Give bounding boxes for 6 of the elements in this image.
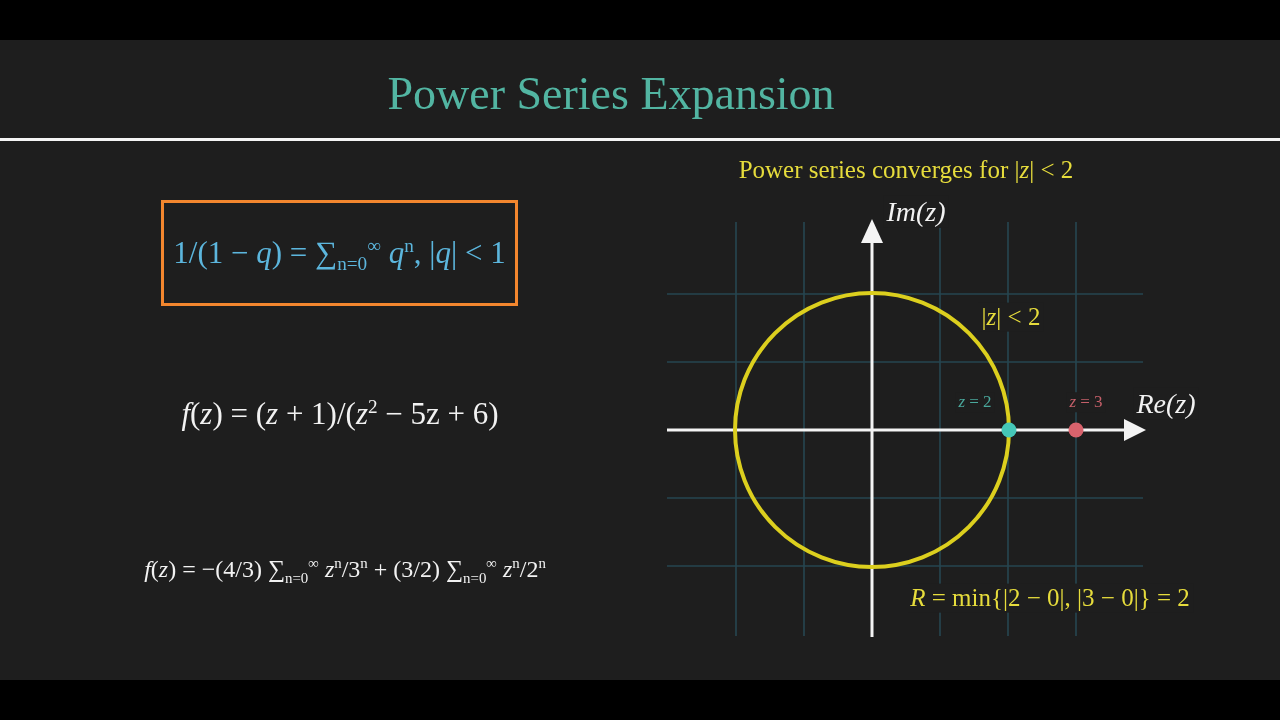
formula-text: 1/(1 − q) = ∑$_{n=0}$$^{∞}$ q$^{n}$, |q| < 1 [173,235,506,271]
title: Power Series Expansion [387,67,835,121]
formula-text: f(z) = (z + 1)/(z$^{2}$ − 5z + 6) [181,396,499,432]
plot-title: Power series converges for |z| < 2 [738,155,1074,185]
formula-text: f(z) = −(4/3) ∑$_{n=0}$$^{∞}$ z$^{n}$/3$^{n}$ + (3/2) ∑$_{n=0}$$^{∞}$ z$^{n}$/2$^{n}$ [144,556,546,584]
formula-box [161,200,518,306]
